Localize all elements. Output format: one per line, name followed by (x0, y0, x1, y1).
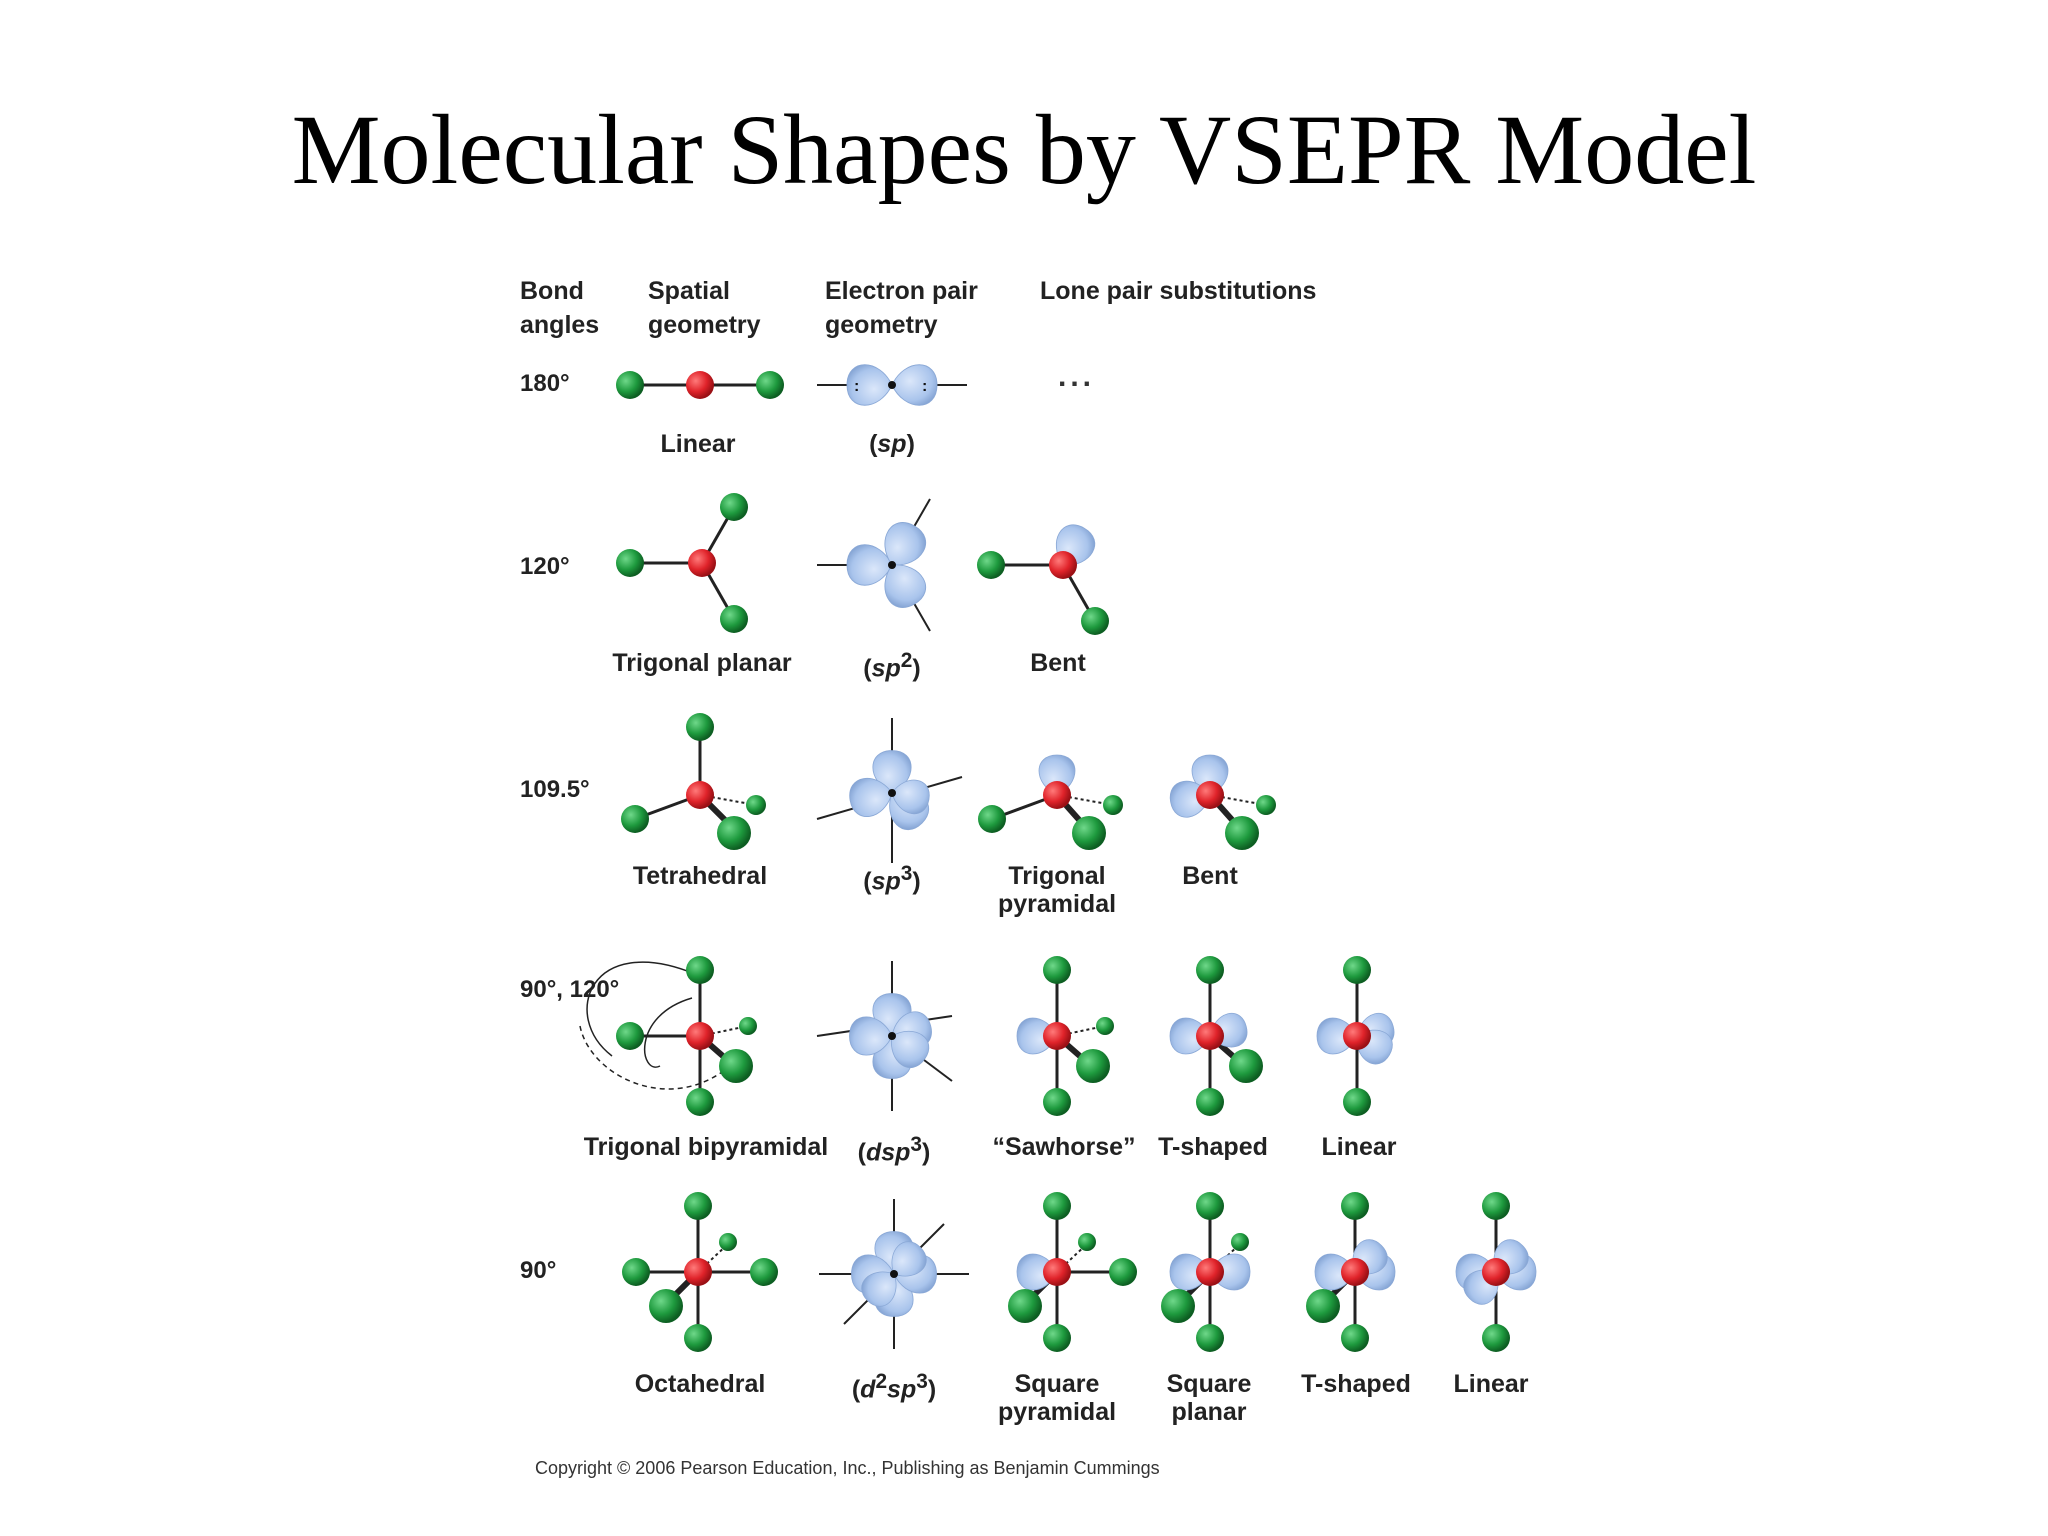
label-t-shaped-oct: T-shaped (1301, 1370, 1411, 1398)
copyright-notice: Copyright © 2006 Pearson Education, Inc.… (535, 1458, 1160, 1478)
header-spatial-line2: geometry (648, 311, 761, 339)
molecule-t-shaped-oct (1306, 1192, 1396, 1352)
label-hyb-dsp3: (dsp3) (857, 1133, 931, 1167)
electron-pair-d2sp3 (819, 1199, 969, 1349)
label-trig-pyr-line2: pyramidal (997, 890, 1117, 918)
header-electron-line1: Electron pair (825, 277, 978, 305)
angle-row-3: 109.5° (520, 776, 590, 803)
label-square-planar: Square planar (1167, 1370, 1252, 1426)
angle-row-5: 90° (520, 1257, 557, 1284)
molecule-bent-120 (977, 518, 1109, 635)
molecule-tetrahedral (621, 713, 766, 850)
electron-pair-sp3 (816, 718, 963, 863)
header-bond-angles: Bond angles (520, 274, 599, 342)
header-spatial-line1: Spatial (648, 277, 730, 305)
angle-row-1: 180° (520, 370, 570, 397)
central-atom (686, 371, 714, 399)
header-bond-angles-line2: angles (520, 311, 600, 339)
label-linear-tbp: Linear (1321, 1133, 1397, 1161)
electron-pair-dsp3 (816, 961, 953, 1111)
electron-pair-sp2 (817, 498, 933, 632)
electron-pair-sp: : : (817, 364, 967, 406)
label-sq-planar-line2: planar (1171, 1398, 1247, 1426)
label-sq-pyr-line1: Square (1014, 1370, 1100, 1398)
label-tetrahedral: Tetrahedral (632, 862, 768, 890)
label-trigonal-pyramidal: Trigonal pyramidal (998, 862, 1116, 918)
label-hyb-sp: (sp) (869, 430, 915, 458)
molecule-linear-oct (1455, 1192, 1537, 1352)
slide-title: Molecular Shapes by VSEPR Model (291, 94, 1757, 205)
outer-atom (616, 371, 644, 399)
label-octahedral: Octahedral (634, 1370, 766, 1398)
molecule-trigonal-pyramidal (978, 754, 1123, 850)
label-bent-109: Bent (1182, 862, 1238, 890)
label-hyb-d2sp3: (d2sp3) (851, 1370, 937, 1404)
ellipsis: ... (1058, 360, 1096, 393)
header-electron-line2: geometry (825, 311, 938, 339)
outer-atom (756, 371, 784, 399)
label-linear-oct: Linear (1453, 1370, 1529, 1398)
label-sq-planar-line1: Square (1166, 1370, 1252, 1398)
label-linear: Linear (660, 430, 736, 458)
header-electron-pair-geometry: Electron pair geometry (825, 274, 978, 342)
label-trigonal-planar: Trigonal planar (612, 649, 792, 677)
label-t-shaped-tbp: T-shaped (1158, 1133, 1268, 1161)
molecule-linear-tbp (1316, 956, 1399, 1116)
svg-text::: : (854, 378, 859, 395)
label-sawhorse: “Sawhorse” (992, 1133, 1136, 1161)
molecule-sawhorse (1016, 956, 1114, 1116)
label-hyb-sp2: (sp2) (863, 649, 921, 683)
molecule-square-planar (1161, 1192, 1251, 1352)
header-spatial-geometry: Spatial geometry (648, 274, 761, 342)
molecule-bent-109 (1167, 754, 1276, 850)
header-bond-angles-line1: Bond (520, 277, 584, 305)
molecule-trigonal-bipyramidal (579, 956, 757, 1116)
label-bent-120: Bent (1030, 649, 1086, 677)
molecule-square-pyramidal (1008, 1192, 1137, 1352)
angle-row-4: 90°, 120° (520, 976, 620, 1003)
molecule-octahedral (622, 1192, 778, 1352)
molecule-t-shaped-tbp (1169, 956, 1263, 1116)
molecule-trigonal-planar (616, 493, 748, 633)
label-sq-pyr-line2: pyramidal (997, 1398, 1117, 1426)
header-lone-pair-substitutions: Lone pair substitutions (1040, 277, 1317, 305)
molecule-linear (616, 371, 784, 399)
label-hyb-sp3: (sp3) (863, 862, 921, 896)
svg-text::: : (922, 378, 927, 395)
angle-row-2: 120° (520, 553, 570, 580)
label-square-pyramidal: Square pyramidal (998, 1370, 1116, 1426)
label-trigonal-bipyramidal: Trigonal bipyramidal (583, 1133, 829, 1161)
label-trig-pyr-line1: Trigonal (1008, 862, 1106, 890)
